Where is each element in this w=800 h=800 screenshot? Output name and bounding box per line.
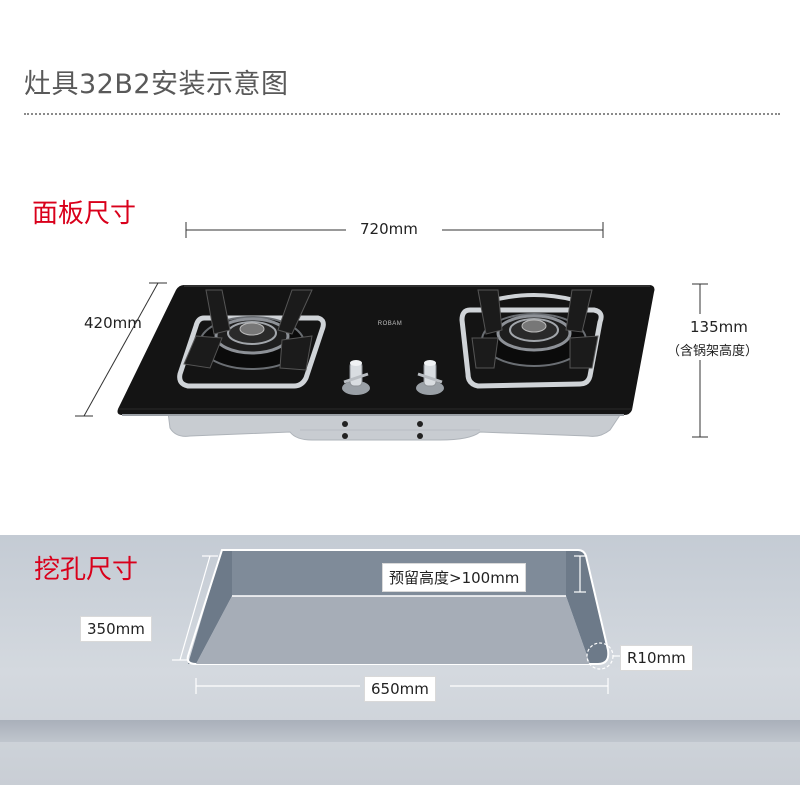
panel-width-label: 720mm: [360, 220, 418, 238]
right-knob: [416, 360, 444, 395]
brand-logo: ROBAM: [378, 321, 403, 327]
reserve-height-dimension: [574, 555, 586, 593]
cutout-size-heading: 挖孔尺寸: [34, 555, 139, 585]
panel-height-dimension: [692, 283, 708, 438]
corner-radius-label: R10mm: [620, 645, 693, 671]
panel-height-label: 135mm: [690, 318, 748, 336]
radius-marker: [586, 642, 620, 670]
cutout-width-label: 650mm: [364, 676, 436, 702]
cooktop-illustration: ROBAM: [117, 285, 655, 441]
panel-size-heading: 面板尺寸: [32, 199, 137, 229]
reserved-height-label: 预留高度>100mm: [382, 563, 527, 592]
cutout-depth-label: 350mm: [80, 616, 152, 642]
left-burner: [177, 289, 326, 389]
panel-width-dimension: [185, 222, 604, 238]
cutout-width-dimension: [195, 678, 609, 694]
panel-depth-label: 420mm: [84, 314, 142, 332]
panel-height-note: （含锅架高度）: [667, 344, 759, 359]
right-burner: [459, 289, 604, 389]
steel-base: [167, 411, 623, 441]
left-knob: [342, 360, 370, 395]
page-title: 灶具32B2安装示意图: [24, 69, 289, 100]
panel-depth-dimension: [75, 282, 167, 417]
countertop-edge: [0, 720, 800, 742]
title-divider: [24, 113, 780, 115]
base-holes: [342, 421, 423, 439]
cutout-depth-dimension: [172, 555, 218, 661]
